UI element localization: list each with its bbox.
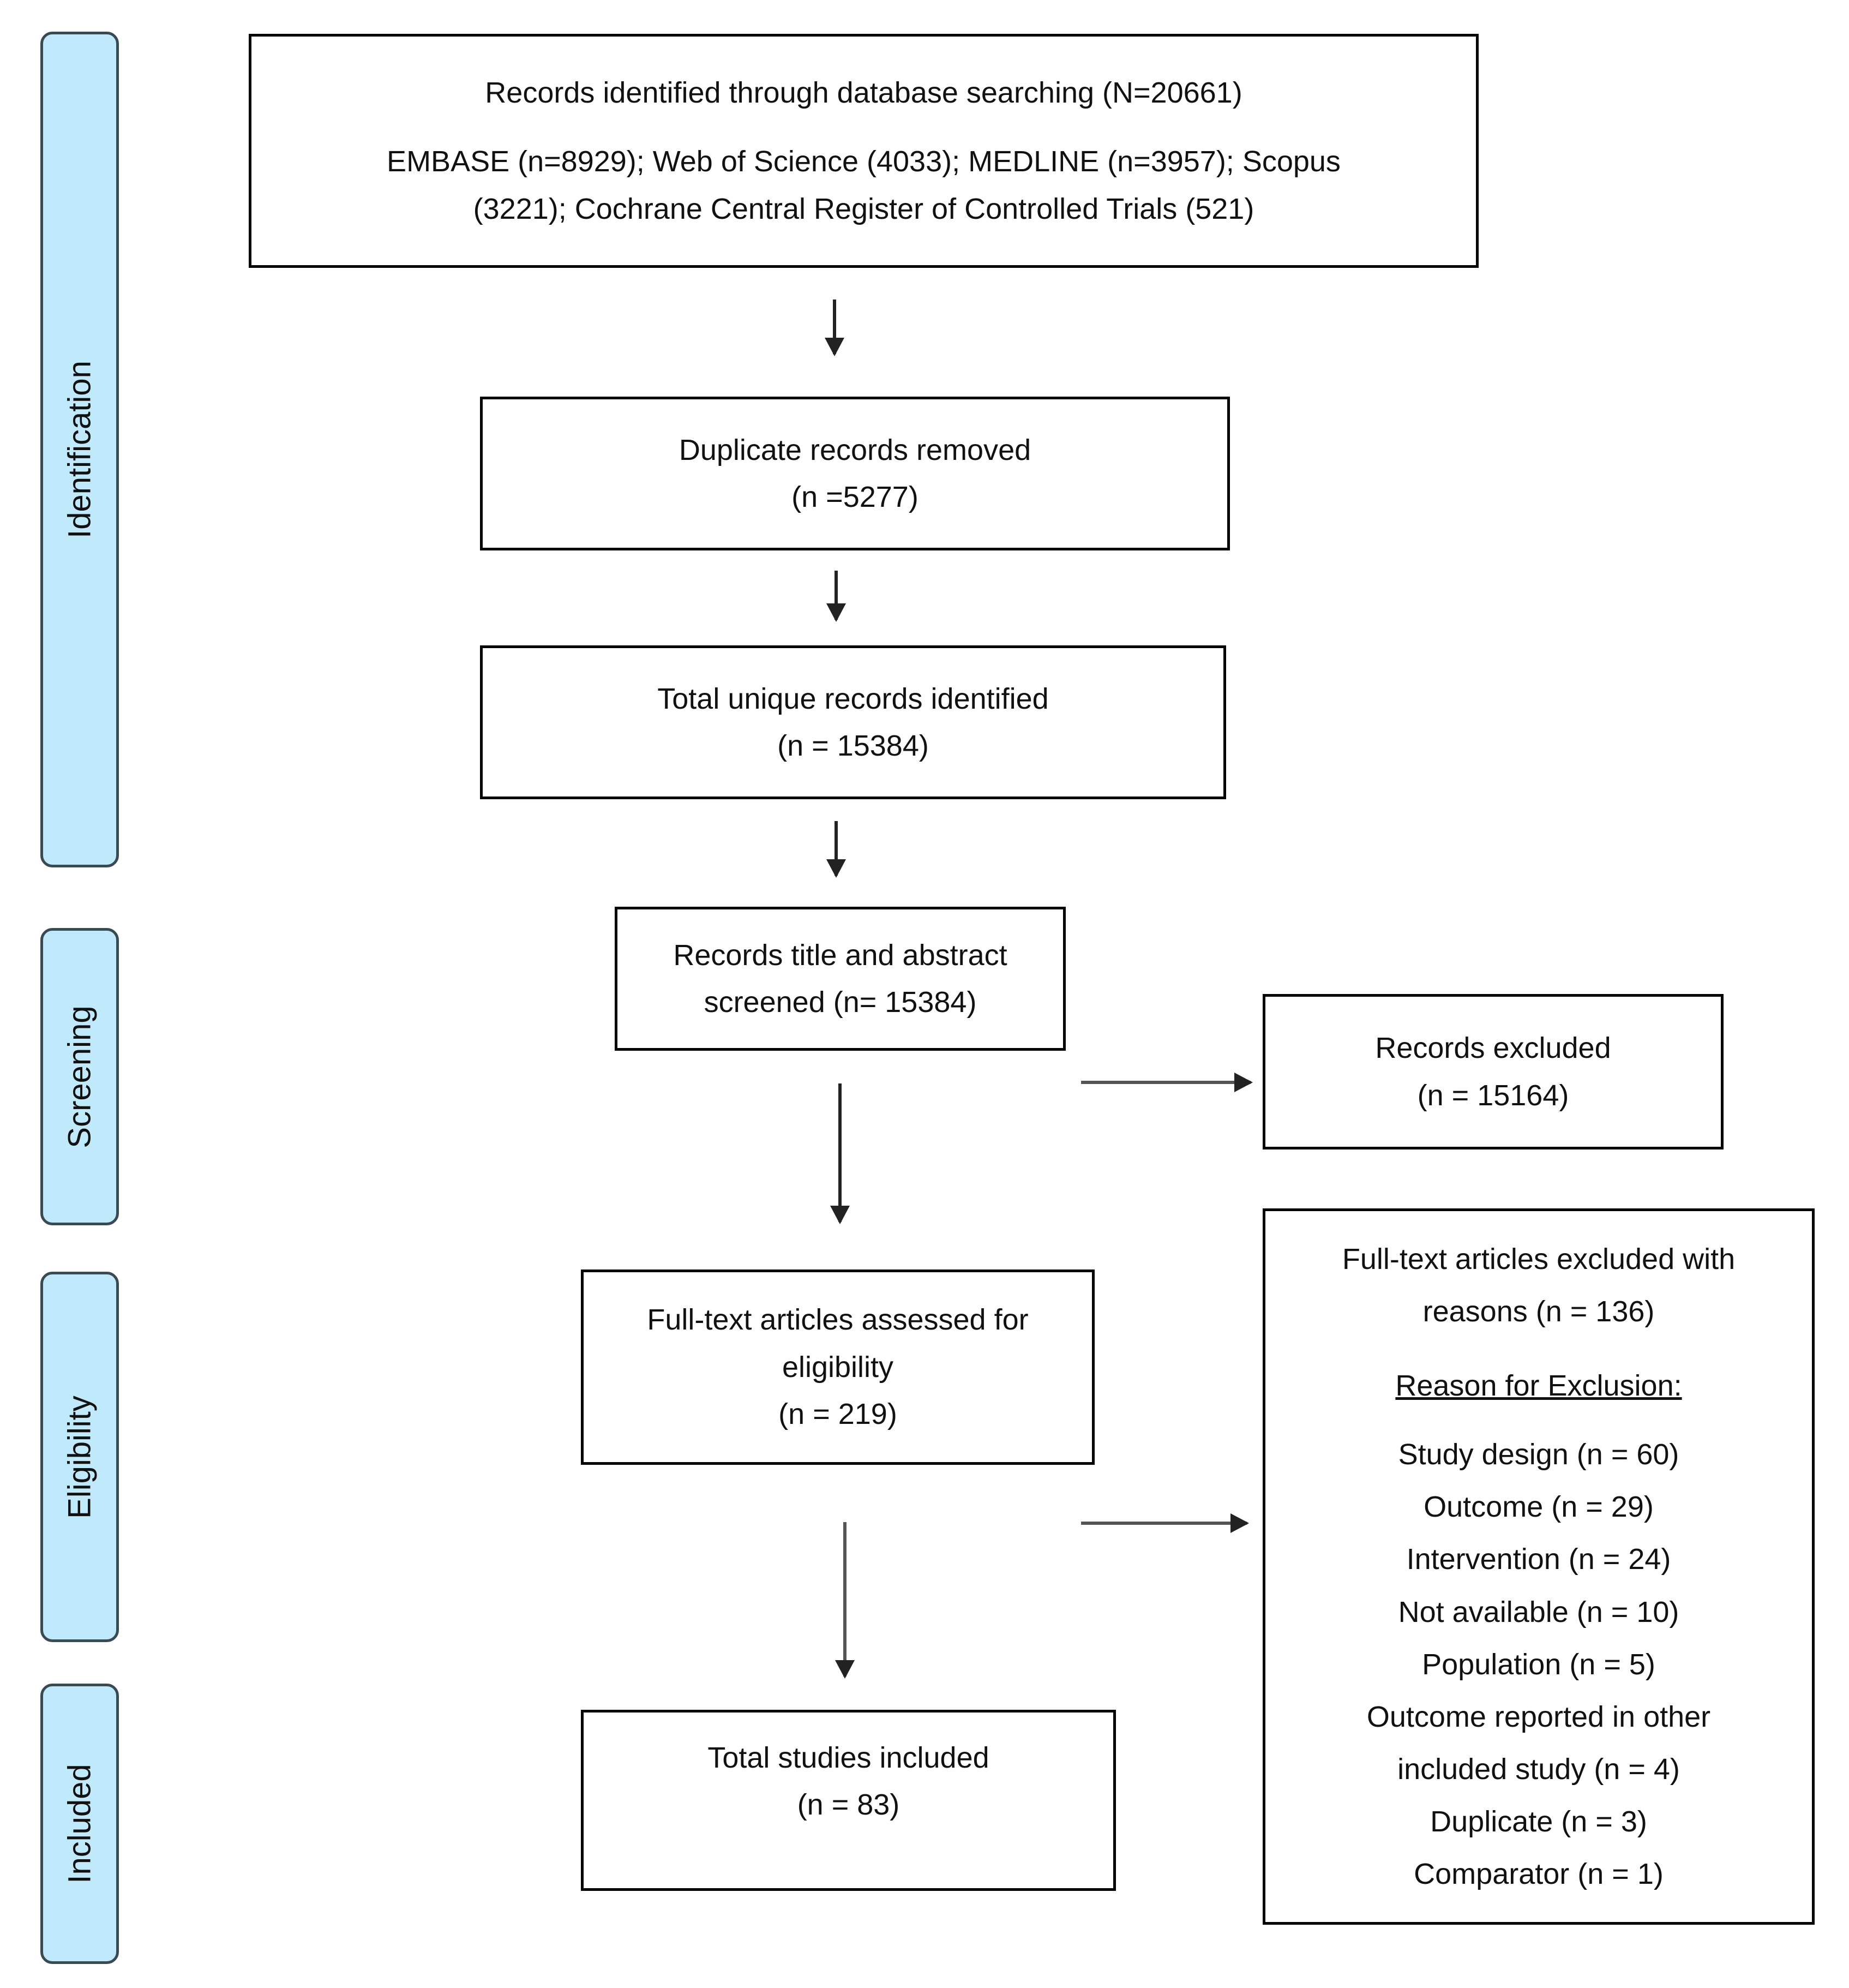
box-text: Full-text articles assessed for <box>647 1303 1029 1337</box>
arrow-down <box>830 1083 850 1224</box>
records-excluded-box: Records excluded (n = 15164) <box>1263 994 1724 1149</box>
box-text: Records excluded <box>1375 1032 1611 1065</box>
exclusion-reason: included study (n = 4) <box>1397 1752 1680 1786</box>
screened-box: Records title and abstract screened (n= … <box>615 907 1066 1051</box>
box-text: eligibility <box>782 1350 894 1384</box>
box-text: (3221); Cochrane Central Register of Con… <box>473 192 1254 225</box>
stage-screening: Screening <box>40 928 119 1225</box>
box-text: Total studies included <box>707 1741 989 1774</box>
arrow-down <box>826 821 846 878</box>
arrow-right <box>1081 1073 1253 1092</box>
box-text: Full-text articles excluded with <box>1342 1242 1736 1276</box>
exclusion-reason: Not available (n = 10) <box>1398 1595 1679 1628</box>
fulltext-excluded-box: Full-text articles excluded with reasons… <box>1263 1208 1815 1925</box>
stage-label: Identification <box>62 361 98 538</box>
exclusion-reason: Study design (n = 60) <box>1398 1438 1679 1471</box>
stage-eligibility: Eligibility <box>40 1272 119 1642</box>
exclusion-reason: Outcome reported in other <box>1366 1700 1711 1733</box>
box-text: EMBASE (n=8929); Web of Science (4033); … <box>387 145 1341 178</box>
box-text: Duplicate records removed <box>679 433 1031 466</box>
studies-included-box: Total studies included (n = 83) <box>581 1710 1116 1891</box>
box-text: screened (n= 15384) <box>704 986 977 1019</box>
exclusion-reason: Comparator (n = 1) <box>1414 1858 1664 1891</box>
unique-records-box: Total unique records identified (n = 153… <box>480 645 1226 799</box>
stage-label: Eligibility <box>62 1395 98 1519</box>
box-text: (n = 15384) <box>777 729 929 762</box>
box-text: Records identified through database sear… <box>485 76 1242 109</box>
box-text: (n = 219) <box>778 1398 897 1431</box>
box-text: Records title and abstract <box>673 938 1007 972</box>
stage-included: Included <box>40 1684 119 1964</box>
exclusion-reason: Population (n = 5) <box>1422 1648 1655 1681</box>
arrow-right <box>1081 1513 1249 1533</box>
stage-label: Screening <box>62 1005 98 1148</box>
arrow-down <box>835 1522 855 1679</box>
arrow-down <box>826 571 846 622</box>
records-identified-box: Records identified through database sear… <box>249 34 1479 268</box>
exclusion-reason: Intervention (n = 24) <box>1406 1543 1671 1576</box>
box-text: (n =5277) <box>791 481 919 513</box>
stage-label: Included <box>62 1764 98 1884</box>
exclusion-reason: Outcome (n = 29) <box>1424 1490 1654 1524</box>
exclusion-reason: Duplicate (n = 3) <box>1430 1805 1647 1838</box>
fulltext-assessed-box: Full-text articles assessed for eligibil… <box>581 1270 1095 1465</box>
arrow-down <box>825 300 844 356</box>
box-text: (n = 15164) <box>1417 1079 1569 1112</box>
box-text: reasons (n = 136) <box>1422 1295 1655 1328</box>
box-text: (n = 83) <box>797 1788 900 1822</box>
box-text: Total unique records identified <box>657 682 1049 715</box>
duplicates-removed-box: Duplicate records removed (n =5277) <box>480 397 1230 550</box>
exclusion-heading: Reason for Exclusion: <box>1395 1369 1682 1403</box>
stage-identification: Identification <box>40 32 119 867</box>
